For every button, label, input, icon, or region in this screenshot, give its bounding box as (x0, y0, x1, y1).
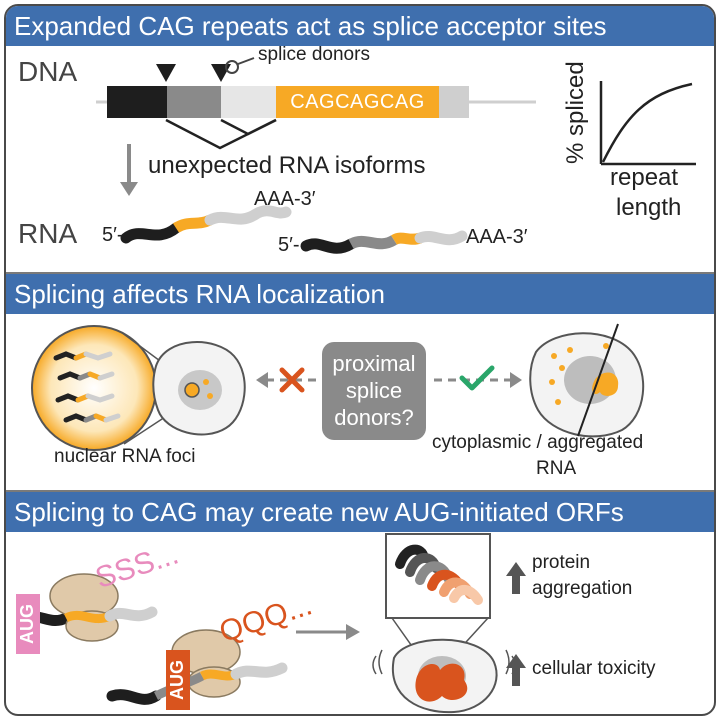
panel2-title: Splicing affects RNA localization (6, 274, 714, 314)
separator-1 (6, 272, 714, 274)
up-arrow-icon-1 (506, 562, 526, 594)
aug-label-1: AUG (16, 594, 40, 654)
panel1-title: Expanded CAG repeats act as splice accep… (6, 6, 714, 46)
nuclear-rna-strands (53, 351, 121, 423)
rna-label: RNA (18, 218, 78, 249)
rna2-five-prime: 5′- (278, 234, 300, 256)
up-arrow-icon-2 (506, 654, 526, 686)
dna-construct (96, 57, 696, 254)
right-caption-2: RNA (536, 458, 577, 479)
aug-label-2: AUG (166, 650, 190, 710)
question-line-3: donors? (334, 405, 414, 430)
orf-diagram (18, 533, 526, 714)
check-icon (459, 365, 495, 391)
panel3-title: Splicing to CAG may create new AUG-initi… (6, 492, 714, 532)
exon-downstream (439, 86, 469, 118)
question-box: proximal splice donors? (322, 342, 426, 440)
graph-xlabel-2: length (616, 194, 682, 221)
outcome-aggregation: aggregation (532, 578, 633, 599)
left-nucleus (178, 370, 222, 410)
question-line-1: proximal (332, 351, 416, 376)
rna1-five-prime: 5′- (102, 224, 124, 246)
cag-repeat: CAGCAGCAG (276, 86, 439, 118)
exon-dark (107, 86, 167, 118)
cytoplasmic-dots (549, 343, 609, 405)
outcome-toxicity: cellular toxicity (532, 658, 656, 679)
x-icon (279, 367, 305, 393)
right-caption-1: cytoplasmic / aggregated (432, 432, 644, 453)
splice-donors-label: splice donors (258, 44, 370, 65)
rna1-tail: AAA-3′ (254, 188, 316, 210)
isoforms-text: unexpected RNA isoforms (148, 152, 426, 179)
left-caption: nuclear RNA foci (54, 446, 196, 467)
rna2-tail: AAA-3′ (466, 226, 528, 248)
exon-light (221, 86, 276, 118)
outcome-protein: protein (532, 552, 591, 573)
question-line-2: splice (345, 378, 403, 403)
graph-xlabel-1: repeat (610, 164, 679, 191)
graphical-abstract: Expanded CAG repeats act as splice accep… (4, 4, 716, 716)
separator-2 (6, 490, 714, 492)
toxic-aggregate (415, 663, 468, 702)
splice-donor-marker-1 (156, 64, 176, 82)
exon-mid (167, 86, 221, 118)
dna-label: DNA (18, 56, 78, 87)
localization-diagram (31, 323, 645, 451)
